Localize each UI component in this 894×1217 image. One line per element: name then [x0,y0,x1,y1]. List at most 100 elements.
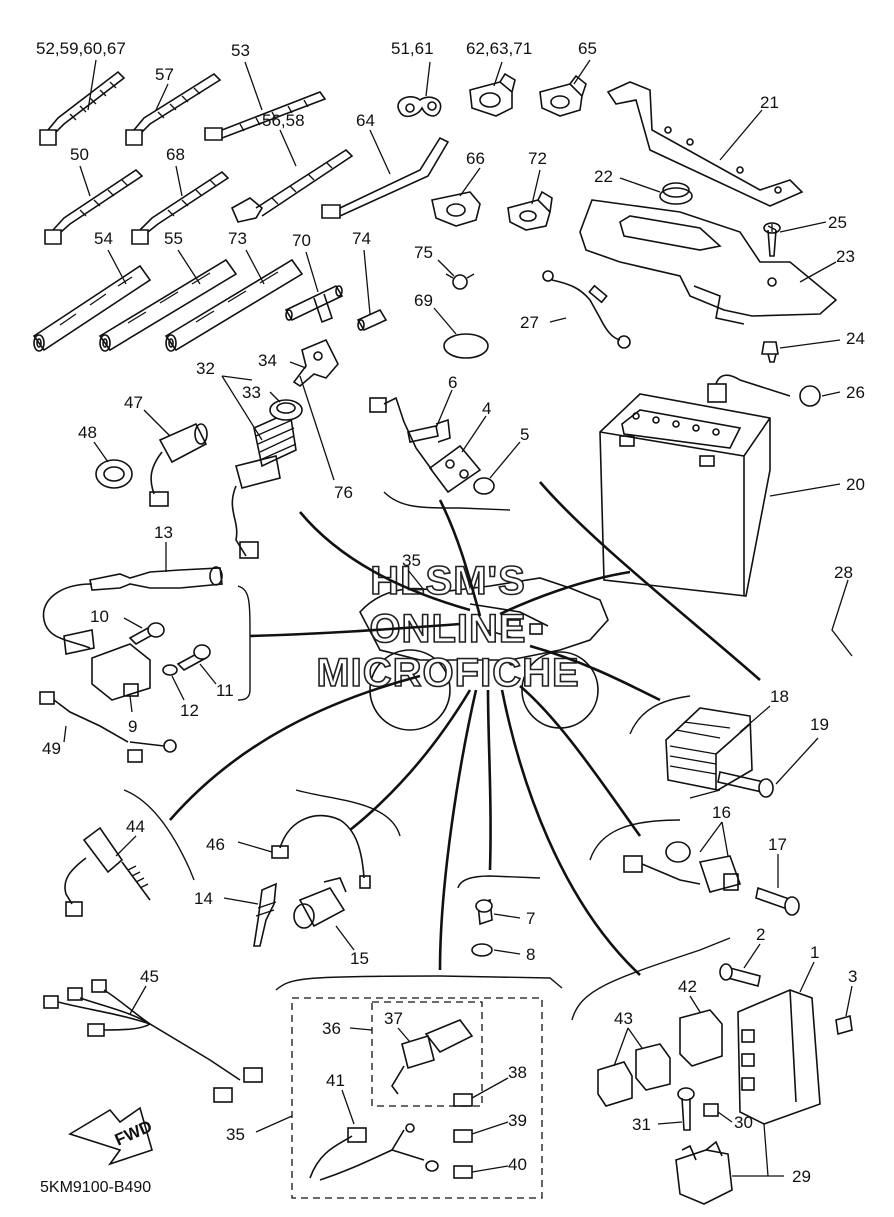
callout-30: 30 [734,1113,753,1132]
callout-25: 25 [828,213,847,232]
callout-40: 40 [508,1155,527,1174]
callout-50: 50 [70,145,89,164]
callout-52-59-60-67: 52,59,60,67 [36,39,126,58]
callout-53: 53 [231,41,250,60]
group-bracket-44 [123,789,195,881]
spark-plug-14 [253,882,277,947]
cable-tie-53 [204,91,327,141]
clip-51-61 [397,96,442,118]
lead-41 [309,1123,439,1181]
clamp-72 [507,190,553,231]
callout-45: 45 [140,967,159,986]
bolt-31 [677,1087,695,1131]
clamp-65 [539,74,587,117]
wire-harness-45 [43,979,263,1103]
bolt-2 [719,963,761,987]
callout-34: 34 [258,351,277,370]
callout-69: 69 [414,291,433,310]
callout-22: 22 [594,167,613,186]
callout-75: 75 [414,243,433,262]
callout-55: 55 [164,229,183,248]
relay-37 [391,1019,474,1095]
clamp-66 [431,191,481,227]
spark-plug-cap-13 [89,566,223,591]
nut-3 [835,1014,853,1036]
pickup-coil-44 [64,826,151,917]
sub-kit-box [371,1001,483,1107]
callout-57: 57 [155,65,174,84]
callout-19: 19 [810,715,829,734]
battery-20 [599,393,771,597]
o-ring-5 [473,477,495,495]
socket-47 [149,422,208,507]
tube-55 [98,258,238,352]
group-bracket-35 [275,975,563,991]
fuse-38 [453,1093,473,1107]
callout-76: 76 [334,483,353,502]
callout-66: 66 [466,149,485,168]
bolt-6 [407,418,451,443]
lead-wire-49 [39,691,177,763]
callout-48: 48 [78,423,97,442]
group-bracket-right [571,937,731,1021]
cdi-unit-1 [737,989,821,1125]
callout-49: 49 [42,739,61,758]
joint-74 [356,308,388,332]
callout-65: 65 [578,39,597,58]
cable-tie-64 [321,136,450,219]
callout-28: 28 [834,563,853,582]
callout-27: 27 [520,313,539,332]
relay-42 [679,1009,723,1067]
callout-33: 33 [242,383,261,402]
callout-6: 6 [448,373,457,392]
relay-43 [597,1043,671,1107]
callout-56-58: 56,58 [262,111,305,130]
group-bracket-rectifier [629,695,721,799]
watermark-line-1: HLSM'S [370,559,526,603]
cable-tie-50 [44,168,144,245]
callout-10: 10 [90,607,109,626]
bolt-19 [717,771,774,798]
diagram-code: 5KM9100-B490 [40,1179,151,1196]
harness-kit-box [291,997,543,1199]
fuse-40 [453,1165,473,1179]
callout-31: 31 [632,1115,651,1134]
callout-32: 32 [196,359,215,378]
callout-68: 68 [166,145,185,164]
ignition-coil-9 [42,583,151,701]
callout-35-bottom: 35 [226,1125,245,1144]
bolt-17 [755,886,800,916]
callout-29: 29 [792,1167,811,1186]
cable-tie-57 [125,72,222,146]
callout-54: 54 [94,229,113,248]
cap-48 [95,459,133,489]
callout-72: 72 [528,149,547,168]
group-bracket-46 [295,789,401,837]
callout-64: 64 [356,111,375,130]
key-34 [292,338,339,388]
callout-21: 21 [760,93,779,112]
callout-4: 4 [482,399,491,418]
washer-12 [162,664,178,676]
tube-73 [164,258,304,352]
bolt-11 [176,644,211,671]
callout-44: 44 [126,817,145,836]
callout-36: 36 [322,1019,341,1038]
callout-16: 16 [712,803,731,822]
ground-lead-27 [542,270,631,349]
callout-5: 5 [520,425,529,444]
callout-70: 70 [292,231,311,250]
speed-sensor-16 [623,841,742,893]
screw-25 [763,222,781,257]
callout-62-63-71: 62,63,71 [466,39,532,58]
callout-13: 13 [154,523,173,542]
bracket-21 [606,81,804,207]
callout-9: 9 [128,717,137,736]
routing-wires [169,481,761,976]
callout-20: 20 [846,475,865,494]
callout-74: 74 [352,229,371,248]
callout-39: 39 [508,1111,527,1130]
callout-73: 73 [228,229,247,248]
callout-12: 12 [180,701,199,720]
